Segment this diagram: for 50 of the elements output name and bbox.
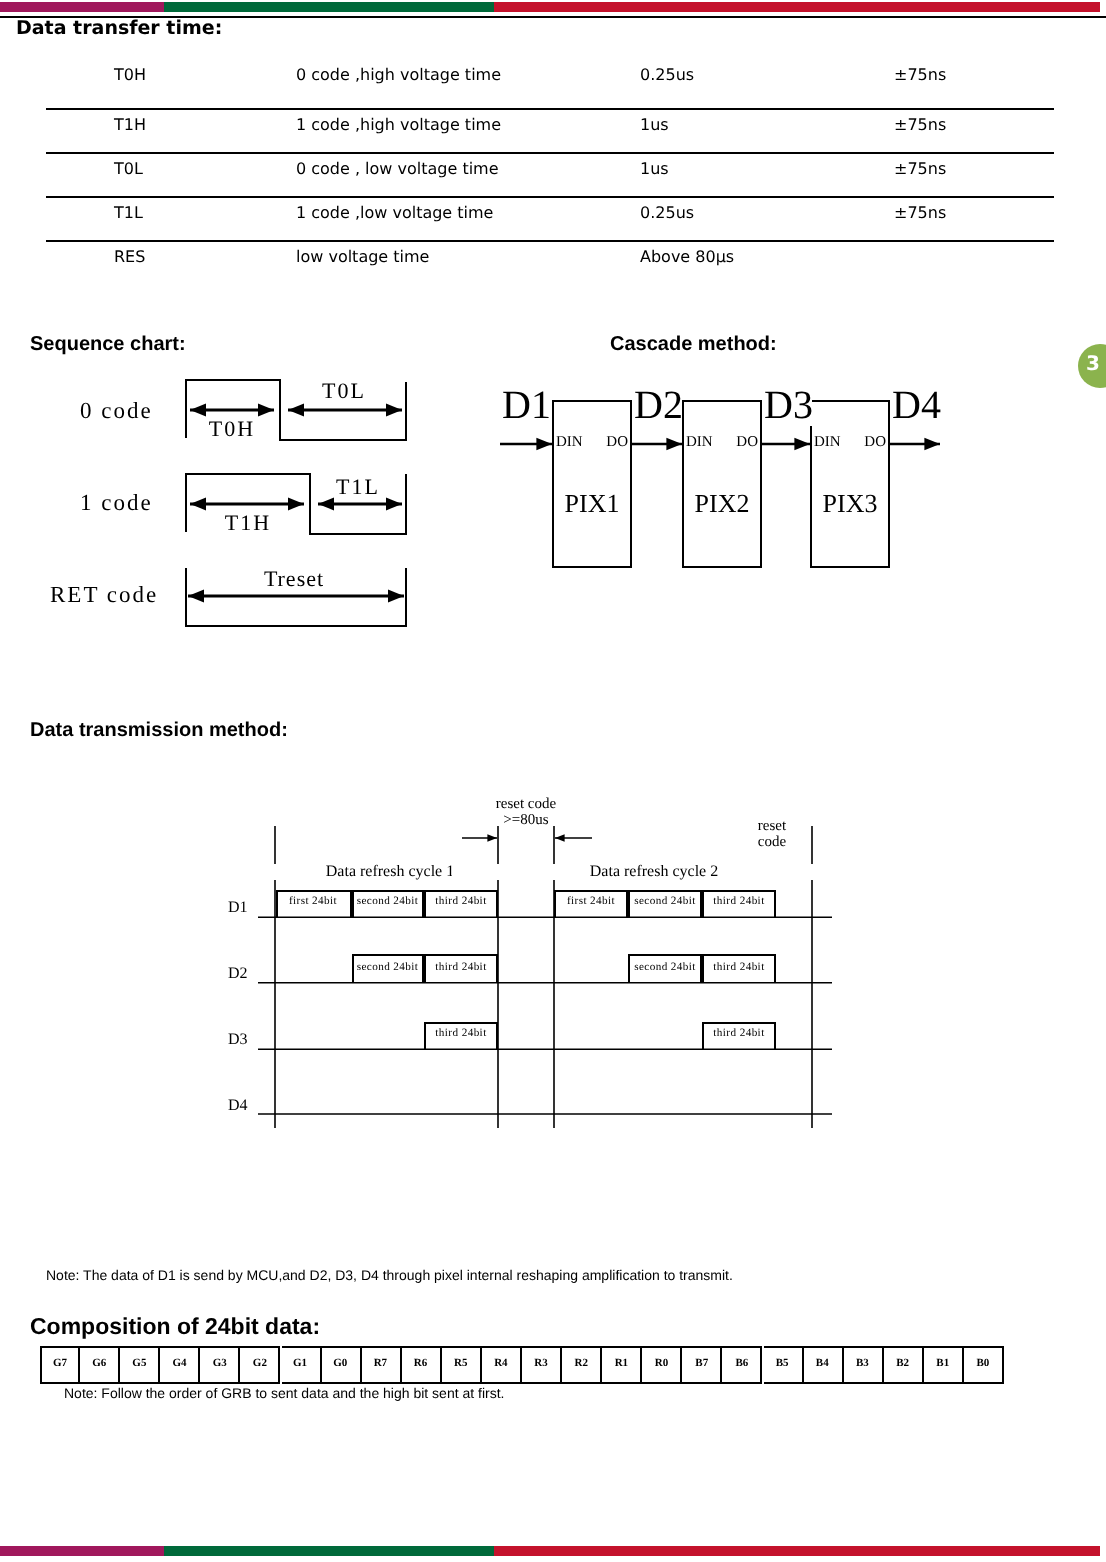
signal-name: D3 [228, 1032, 248, 1050]
timing-label: Data refresh cycle 2 [587, 861, 721, 880]
pixel-box [682, 400, 762, 568]
chip-label: PIX3 [820, 490, 880, 519]
edge-label: D3 [764, 386, 813, 426]
section-heading: Composition of 24bit data: [30, 1315, 321, 1341]
table-cell: 1 code ,high voltage time [296, 117, 502, 135]
table-cell: T0L [114, 161, 143, 179]
table-cell: ±75ns [894, 67, 947, 85]
section-heading: Data transmission method: [30, 719, 288, 741]
code-name: RET code [50, 583, 159, 609]
arrow [500, 437, 552, 451]
table-cell: RES [114, 249, 146, 267]
arrow [762, 437, 810, 451]
table-cell: T0H [114, 67, 146, 85]
arrow [632, 437, 682, 451]
chip-label: PIX1 [562, 490, 622, 519]
signal-name: D4 [228, 1097, 248, 1115]
timing-label: Data refresh cycle 1 [323, 861, 457, 880]
table-cell: 0.25us [640, 67, 695, 85]
table-cell: T1H [114, 117, 146, 135]
section-heading: Sequence chart: [30, 333, 186, 355]
pixel-box [810, 400, 890, 568]
signal-name: D1 [228, 900, 248, 918]
timing-label: T1L [336, 475, 380, 500]
table-cell: 0 code ,high voltage time [296, 67, 502, 85]
code-name: 1 code [80, 491, 153, 517]
table-cell: T1L [114, 205, 143, 223]
signal-name: D2 [228, 966, 248, 984]
timing-label: T1H [224, 511, 272, 536]
section-heading: Data transfer time: [16, 19, 223, 41]
table-cell: ±75ns [894, 161, 947, 179]
table-cell: 1 code ,low voltage time [296, 205, 494, 223]
section-heading: Cascade method: [610, 333, 777, 355]
chip-label: PIX2 [692, 490, 752, 519]
table-cell: Above 80µs [640, 249, 735, 267]
table-cell: 0.25us [640, 205, 695, 223]
timing-label: T0L [322, 379, 366, 404]
table-cell: low voltage time [296, 249, 430, 267]
table-cell: 1us [640, 117, 669, 135]
table-cell: 1us [640, 161, 669, 179]
code-name: 0 code [80, 399, 153, 425]
pixel-box [552, 400, 632, 568]
table-cell: 0 code , low voltage time [296, 161, 499, 179]
arrow [890, 437, 940, 451]
table-cell: ±75ns [894, 117, 947, 135]
table-cell: ±75ns [894, 205, 947, 223]
timing-label: Treset [263, 567, 325, 592]
page-number-badge: 3 [1078, 344, 1106, 388]
timing-label: T0H [208, 417, 256, 442]
